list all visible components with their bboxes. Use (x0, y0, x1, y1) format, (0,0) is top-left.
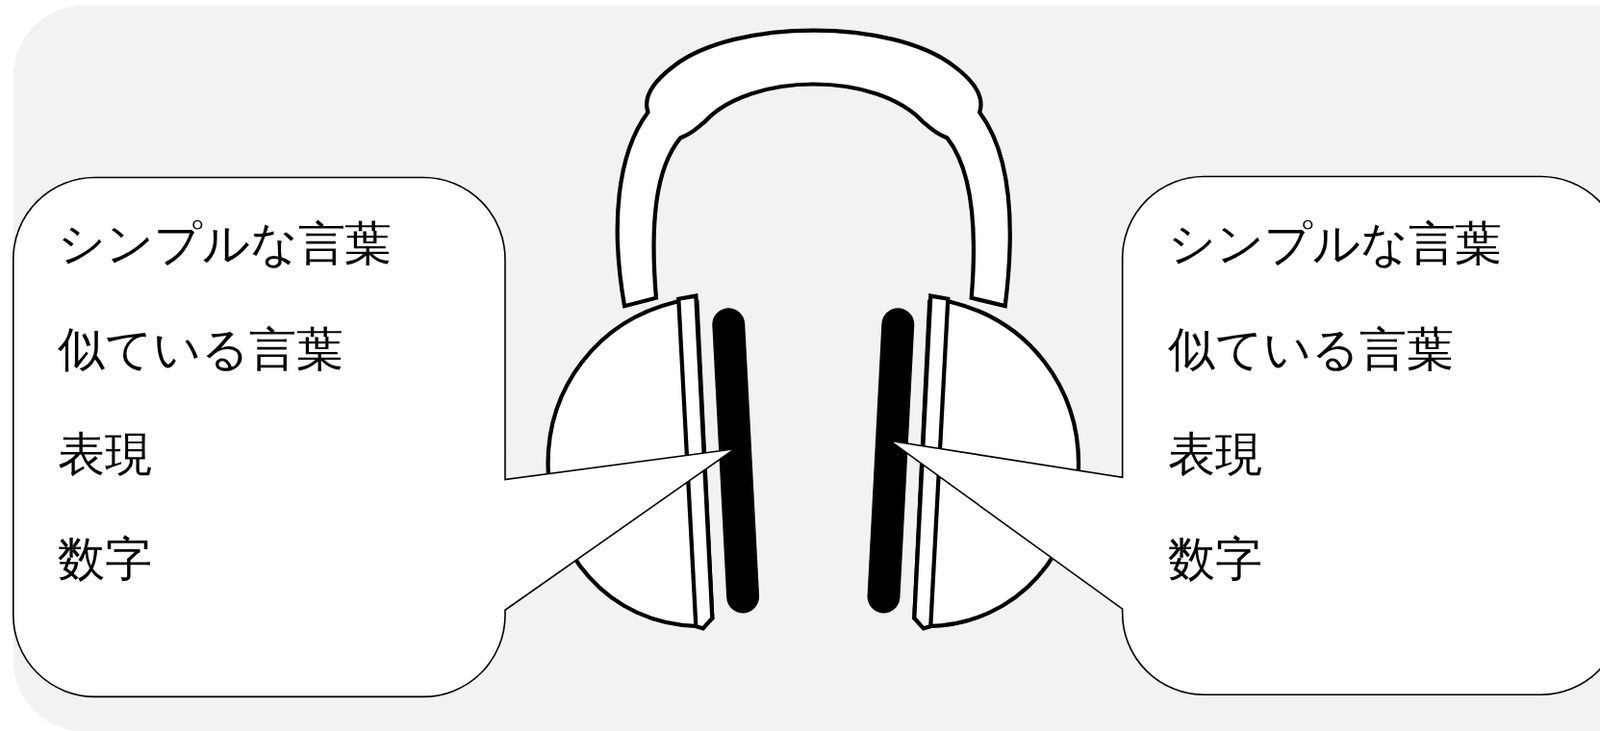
callout-item: 似ている言葉 (1168, 323, 1453, 375)
callout-bubble: シンプルな言葉似ている言葉表現数字 (1122, 176, 1600, 695)
callout-bubble: シンプルな言葉似ている言葉表現数字 (13, 177, 506, 698)
callout-shape (13, 177, 736, 698)
headband (617, 30, 1011, 307)
callout-item: 似ている言葉 (57, 323, 343, 375)
callout-item: シンプルな言葉 (1168, 218, 1502, 270)
background-panel (13, 4, 1600, 731)
callout-item: 数字 (57, 533, 153, 585)
callout-shape (889, 176, 1600, 695)
callout-item: 表現 (1168, 428, 1263, 480)
callout-item: シンプルな言葉 (57, 218, 392, 270)
callout-item: 数字 (1168, 533, 1263, 585)
callout-item: 表現 (57, 428, 153, 480)
